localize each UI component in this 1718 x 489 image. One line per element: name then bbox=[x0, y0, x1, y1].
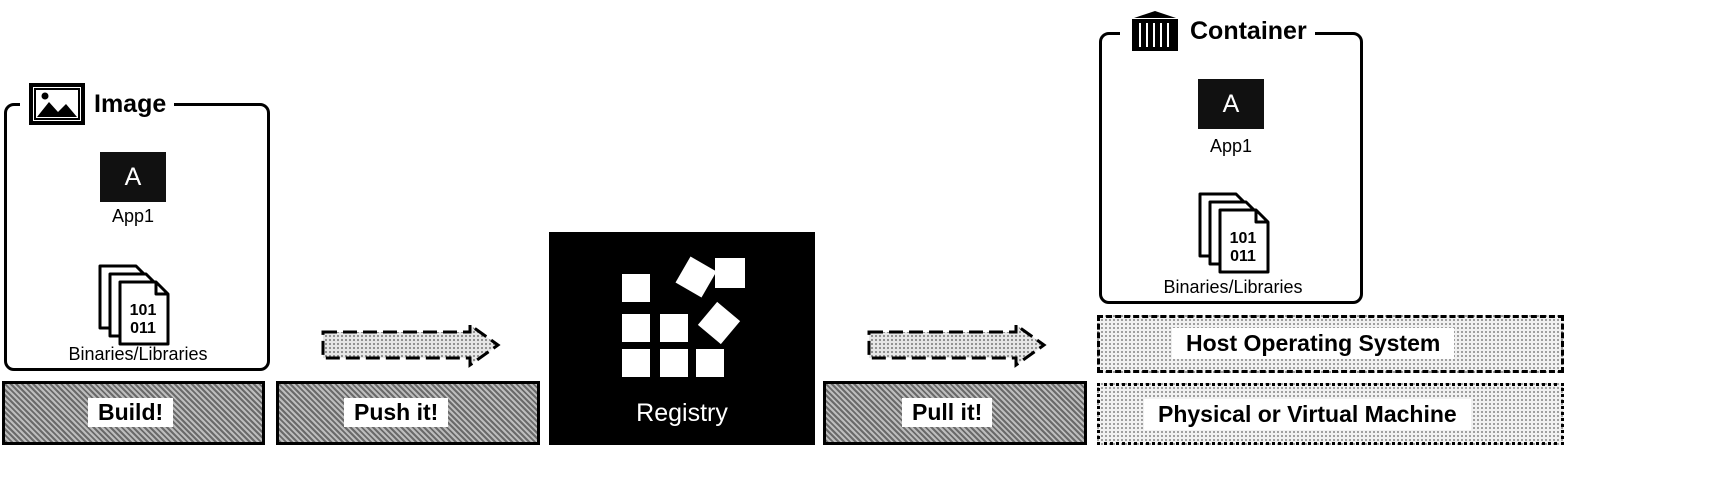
build-label: Build! bbox=[88, 398, 174, 427]
pull-label: Pull it! bbox=[902, 398, 993, 427]
registry-box: Registry bbox=[549, 232, 815, 445]
container-binary-bottom: 011 bbox=[1230, 248, 1256, 265]
container-binaries-label: Binaries/Libraries bbox=[1163, 277, 1303, 297]
image-binary-bottom: 011 bbox=[130, 320, 156, 337]
machine-label: Physical or Virtual Machine bbox=[1144, 399, 1471, 430]
push-label: Push it! bbox=[344, 398, 449, 427]
registry-label: Registry bbox=[636, 399, 728, 427]
container-app-box: A bbox=[1198, 79, 1264, 129]
image-binary-top: 101 bbox=[130, 302, 157, 319]
image-binaries-label: Binaries/Libraries bbox=[68, 344, 208, 364]
binary-files-icon: 101 011 bbox=[1196, 190, 1276, 274]
container-app-label: App1 bbox=[1209, 136, 1253, 156]
dashed-arrow-right-icon bbox=[866, 322, 1048, 368]
image-app-letter: A bbox=[124, 162, 142, 191]
container-panel bbox=[1099, 32, 1363, 304]
container-app-letter: A bbox=[1222, 89, 1240, 118]
binary-files-icon: 101 011 bbox=[96, 262, 176, 346]
container-panel-title-text: Container bbox=[1190, 16, 1307, 45]
landscape-picture-icon bbox=[28, 82, 86, 126]
image-panel-title-text: Image bbox=[94, 89, 167, 118]
container-binary-top: 101 bbox=[1230, 230, 1257, 247]
image-app-box: A bbox=[100, 152, 166, 202]
dashed-arrow-right-icon bbox=[320, 322, 502, 368]
image-panel-title: Image bbox=[20, 82, 175, 126]
tile-grid-icon bbox=[622, 256, 745, 377]
image-app-label: App1 bbox=[111, 206, 155, 226]
container-panel-title: Container bbox=[1120, 8, 1315, 54]
shipping-container-icon bbox=[1128, 8, 1182, 54]
host-os-label: Host Operating System bbox=[1172, 328, 1455, 359]
